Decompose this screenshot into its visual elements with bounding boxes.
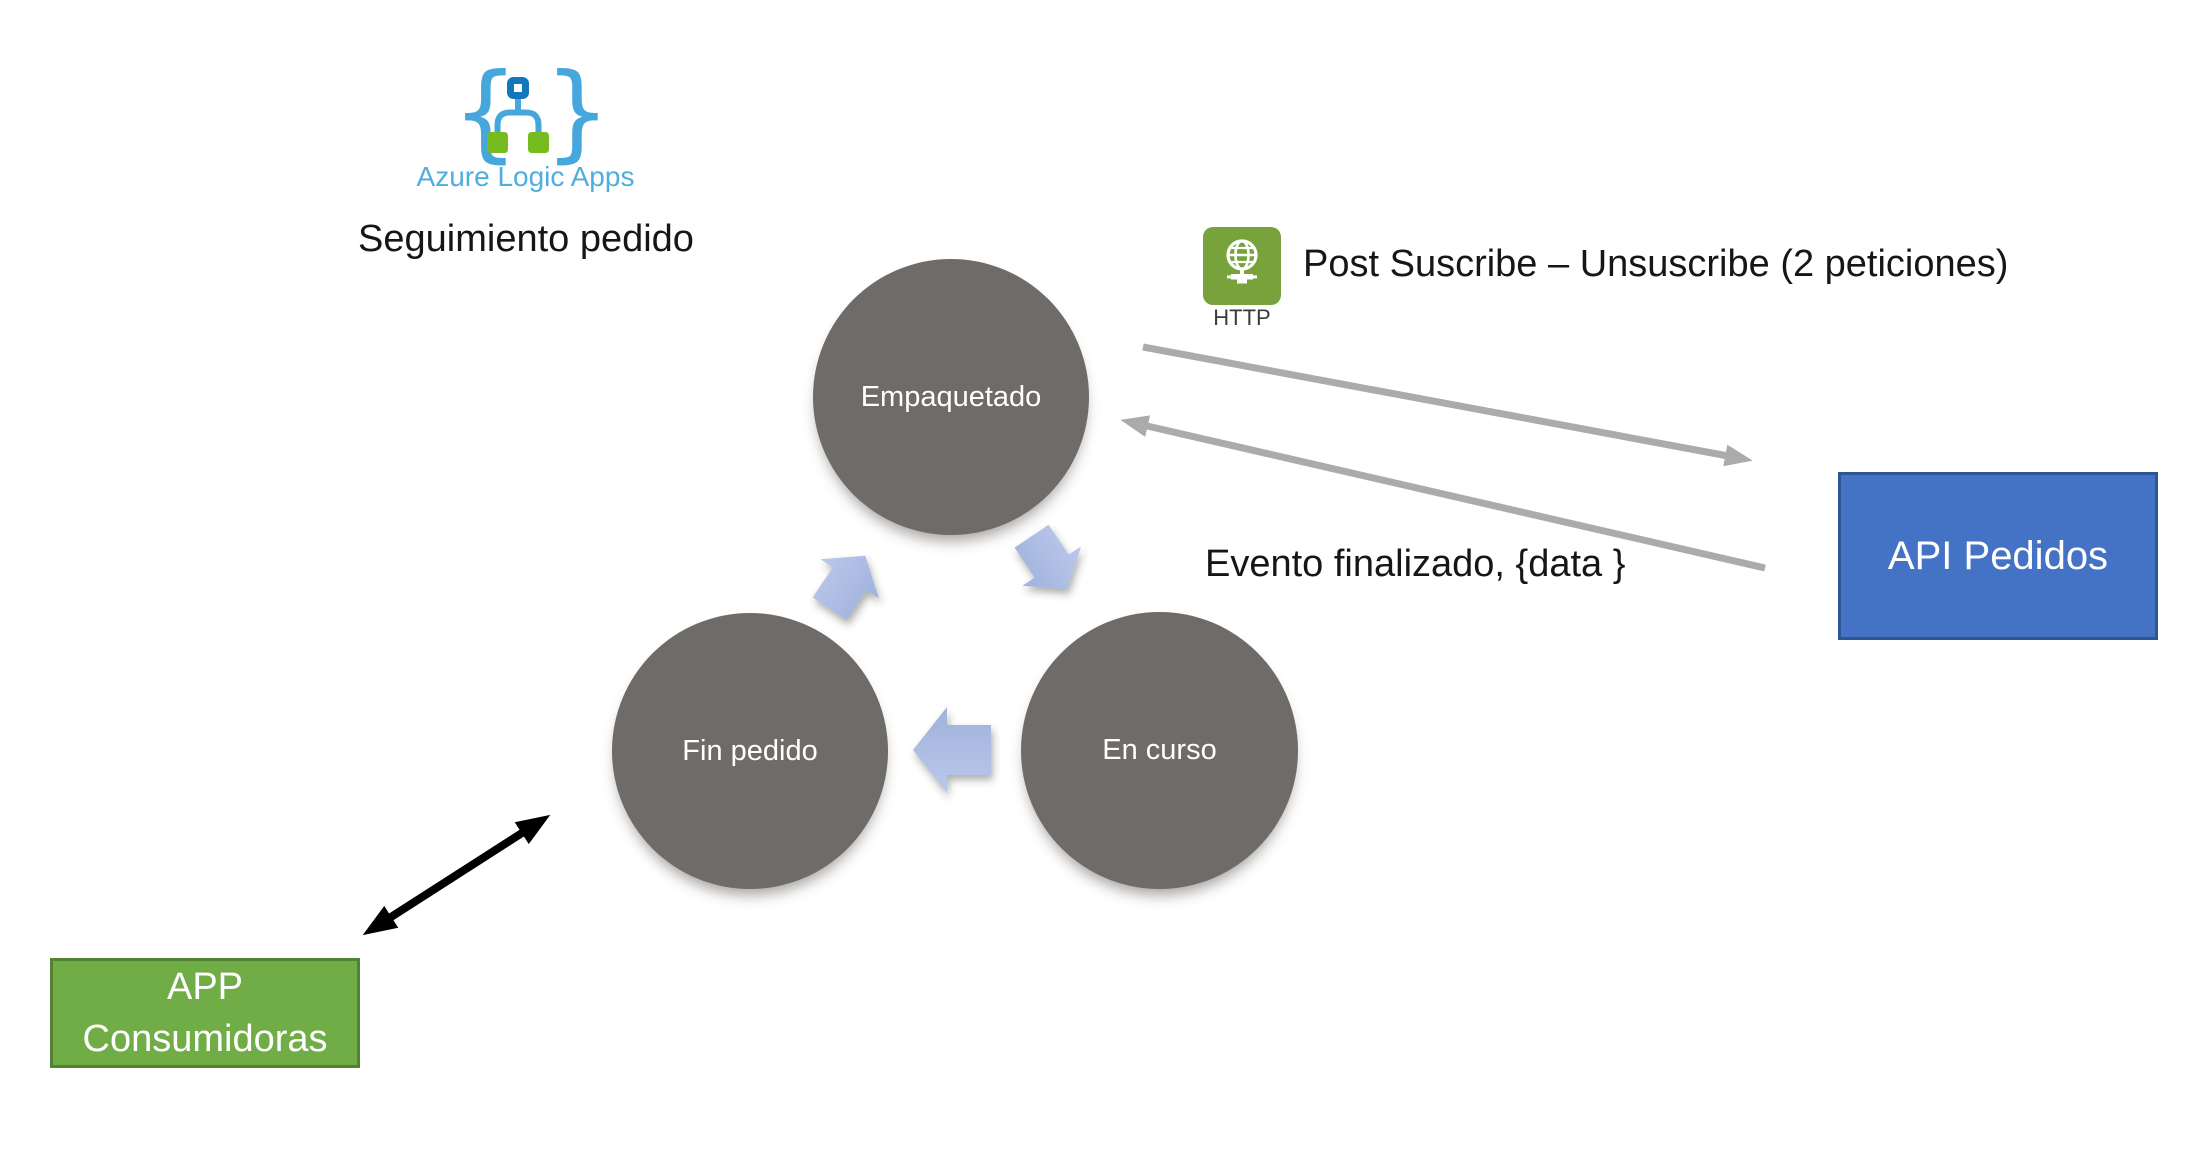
logo-connector-lines	[494, 96, 542, 133]
logo-right-leaf-icon	[528, 132, 549, 153]
connector-app-finpedido-double-arrow	[362, 814, 551, 936]
cycle-node-en-curso: En curso	[1021, 612, 1298, 889]
cycle-arrow-empaquetado-to-encurso	[1014, 524, 1081, 590]
connector-suscribe-arrow	[1142, 343, 1753, 467]
http-connector-icon	[1203, 227, 1281, 305]
azure-logic-apps-logo: { }	[452, 51, 611, 173]
cycle-node-label: Fin pedido	[682, 734, 818, 767]
globe-icon	[1226, 239, 1258, 284]
logo-parent-node-icon	[507, 77, 529, 99]
http-label: HTTP	[1213, 305, 1271, 330]
logo-left-leaf-icon	[487, 132, 508, 153]
annotation-post-suscribe: Post Suscribe – Unsuscribe (2 peticiones…	[1303, 243, 2009, 285]
logo-label: Azure Logic Apps	[416, 161, 635, 192]
api-pedidos-label: API Pedidos	[1887, 533, 2109, 578]
app-consumidoras-label-line1: APP	[166, 966, 244, 1008]
api-pedidos-box: API Pedidos	[1838, 472, 2158, 640]
cycle-arrow-encurso-to-fin	[913, 707, 991, 793]
cycle-node-label: En curso	[1102, 734, 1217, 766]
app-consumidoras-label-line2: Consumidoras	[82, 1018, 328, 1060]
annotation-evento-finalizado: Evento finalizado, {data }	[1205, 543, 1626, 585]
app-consumidoras-box: APP Consumidoras	[50, 958, 360, 1068]
logo-right-brace-icon: }	[544, 51, 611, 173]
cycle-node-label: Empaquetado	[860, 380, 1042, 413]
diagram-title: Seguimiento pedido	[358, 218, 694, 260]
logo-left-brace-icon: {	[452, 51, 519, 173]
cycle-node-empaquetado: Empaquetado	[813, 259, 1089, 535]
cycle-arrow-fin-to-empaquetado	[812, 555, 879, 621]
cycle-node-fin-pedido: Fin pedido	[612, 613, 888, 889]
